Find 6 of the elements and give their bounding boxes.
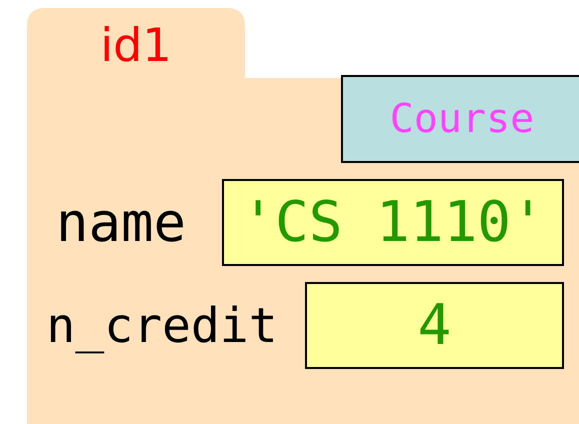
folder-shape: [27, 8, 579, 424]
field-name-label: name: [54, 196, 188, 250]
object-id-label: id1: [99, 22, 173, 68]
class-name-box: Course: [341, 75, 579, 163]
value-box: 4: [305, 282, 564, 369]
value-box: 'CS 1110': [222, 179, 564, 266]
